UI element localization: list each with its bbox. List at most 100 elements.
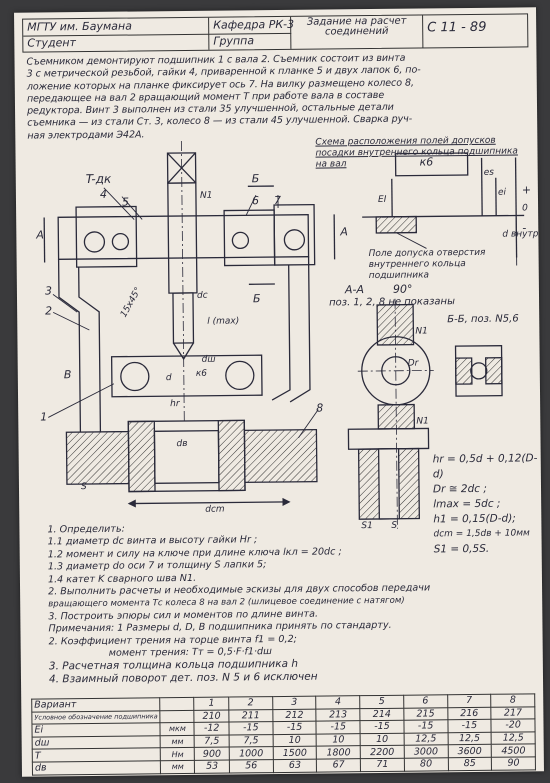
- table-cell: 67: [316, 758, 361, 772]
- table-cell: 215: [403, 707, 448, 721]
- table-cell: мкм: [160, 722, 195, 736]
- formula-line: hr = 0,5d + 0,12(D-d): [432, 452, 538, 481]
- d-wall-label: d: [165, 373, 172, 384]
- table-cell: 5: [359, 695, 404, 709]
- view-aa-label: A-A: [344, 283, 365, 297]
- tdk-label: T-дк: [85, 171, 112, 187]
- pos-1-label: 1: [40, 410, 48, 424]
- table-cell: 8: [490, 693, 535, 707]
- table-cell: 90: [491, 756, 536, 770]
- table-cell: -15: [360, 720, 404, 734]
- pos-2-label: 2: [45, 304, 53, 318]
- table-cell: 210: [194, 709, 229, 723]
- table-cell: 10: [360, 732, 405, 747]
- table-cell: [160, 697, 195, 711]
- pos-8-label: 8: [316, 401, 324, 415]
- view-bb-label: Б-Б, поз. N5,6: [447, 313, 519, 326]
- table-cell: -15: [272, 721, 317, 735]
- tol-ei-left-label: EI: [377, 194, 387, 205]
- table-cell: 12,5: [403, 732, 448, 746]
- table-cell: 2: [228, 696, 273, 710]
- lmax-label: l (max): [207, 316, 240, 327]
- table-cell: -12: [194, 722, 230, 736]
- table-cell: 4500: [491, 744, 536, 758]
- tol-plus-label: +: [521, 183, 532, 197]
- table-cell: [160, 709, 195, 723]
- table-cell: 71: [360, 758, 405, 772]
- table-cell: 53: [194, 760, 230, 773]
- table-cell: 12,5: [491, 731, 536, 745]
- tol-es-label: es: [483, 167, 495, 178]
- table-cell: 212: [272, 708, 317, 722]
- table-cell: 1800: [316, 746, 361, 760]
- tol-k6-label: к6: [419, 155, 434, 169]
- table-cell: 7,5: [229, 734, 273, 748]
- b-label: B: [63, 368, 72, 382]
- table-cell: 1000: [229, 746, 274, 761]
- table-cell: 3600: [447, 744, 492, 758]
- table-cell: 4: [316, 695, 360, 709]
- view-aa-angle: 90°: [392, 282, 413, 296]
- table-cell: 7: [447, 694, 492, 708]
- table-cell: 216: [447, 706, 492, 720]
- table-cell: 214: [359, 707, 404, 721]
- table-cell: -20: [491, 719, 536, 733]
- n1-view-lower-label: N1: [416, 416, 429, 427]
- table-cell: 211: [228, 709, 273, 723]
- table-cell: Нм: [160, 747, 195, 761]
- table-cell: -15: [403, 719, 448, 733]
- table-cell: 217: [491, 706, 535, 720]
- table-cell: 10: [272, 733, 317, 747]
- pos-3-label: 3: [44, 284, 52, 298]
- table-cell: dв: [32, 760, 161, 775]
- table-cell: 85: [447, 757, 492, 771]
- table-cell: мм: [160, 760, 195, 774]
- formula-line: Dr ≅ 2dc ;: [432, 482, 487, 496]
- table-cell: 7,5: [194, 734, 230, 748]
- assignment-sheet: МГТУ им. Баумана Студент Кафедра РК-3 Гр…: [14, 7, 544, 777]
- n1-view-label: N1: [415, 326, 428, 337]
- table-cell: 3000: [404, 745, 448, 759]
- technical-drawing: [43, 141, 525, 529]
- table-cell: 10: [316, 733, 361, 747]
- variants-table: Вариант 1 2 3 4 5 6 7 8 Условное обознач…: [31, 693, 536, 775]
- table-cell: 56: [229, 759, 274, 773]
- dv-label: dв: [176, 438, 188, 450]
- table-cell: 213: [316, 708, 361, 722]
- table-cell: 1500: [272, 746, 317, 760]
- dsh-label: dш: [201, 354, 216, 365]
- k6-shaft-label: к6: [195, 368, 208, 379]
- table-cell: 12,5: [447, 732, 492, 746]
- tol-ei-label: ei: [497, 187, 507, 198]
- section-b-top: Б: [251, 172, 260, 186]
- tol-zero-label: 0: [522, 203, 528, 214]
- table-cell: 6: [403, 694, 448, 708]
- table-cell: -15: [228, 721, 273, 735]
- dr-label: Dr: [407, 358, 419, 369]
- tasks-block: 1. Определить: 1.1 диаметр dc винта и вы…: [47, 519, 539, 686]
- dc-label: dc: [196, 290, 208, 301]
- table-cell: 900: [194, 747, 230, 761]
- table-cell: -15: [316, 720, 361, 734]
- pos-5-label: 5: [121, 195, 130, 209]
- dcm-label: dcm: [205, 504, 225, 515]
- table-cell: 1: [194, 697, 229, 710]
- table-cell: -15: [447, 719, 492, 733]
- nut-4: [75, 205, 138, 268]
- table-cell: 3: [272, 696, 317, 710]
- tol-field-caption: Поле допуска отверстия внутреннего кольц…: [368, 247, 486, 282]
- hr-label: hr: [170, 399, 180, 410]
- section-b-bottom: Б: [252, 292, 261, 306]
- pos-4-label: 4: [99, 187, 107, 201]
- k6-field: [394, 152, 469, 177]
- tol-d-label: d внутр.: [502, 229, 542, 240]
- s-label: S: [80, 482, 87, 493]
- pos-6-label: 6: [251, 194, 260, 208]
- table-cell: 63: [273, 759, 317, 773]
- table-cell: 2200: [360, 745, 405, 759]
- formula-line: lmax = 5dc ;: [433, 497, 501, 511]
- pos-7-label: 7: [273, 193, 282, 208]
- n1-label: N1: [199, 190, 213, 201]
- view-aa-note: поз. 1, 2, 8 не показаны: [329, 296, 456, 309]
- section-a-right: A: [340, 225, 348, 239]
